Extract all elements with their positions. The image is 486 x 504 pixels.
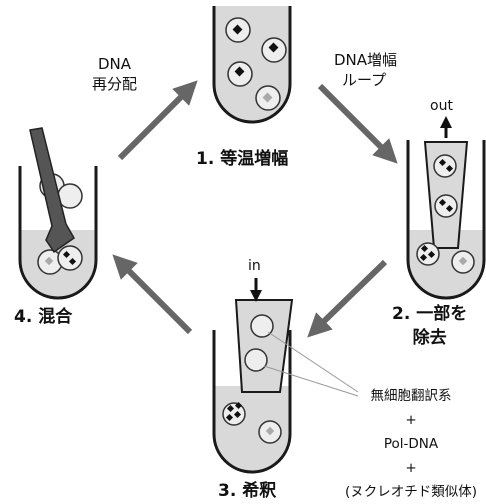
mixture-item-cell-free: 無細胞翻訳系 [336, 384, 486, 408]
droplet [435, 195, 457, 217]
droplet [259, 421, 281, 443]
mixture-list: 無細胞翻訳系 + Pol-DNA + (ヌクレオチド類似体) [336, 384, 486, 504]
droplet [256, 86, 280, 110]
droplet [434, 155, 456, 177]
mixture-plus: + [336, 456, 486, 480]
amplify-loop-line1: DNA増幅 [334, 50, 397, 70]
step-partial-removal-line1: 2. 一部を [392, 302, 467, 326]
out-label: out [430, 98, 453, 114]
droplet [245, 349, 267, 371]
tube-partial-removal [408, 122, 484, 298]
tube-mixing [20, 128, 96, 298]
droplet [262, 38, 286, 62]
redistribute-line1: DNA [92, 54, 137, 74]
cycle-arrow-redistribute [120, 88, 190, 158]
mixture-plus: + [336, 408, 486, 432]
mixture-item-nucleotide-analog: (ヌクレオチド類似体) [336, 480, 486, 504]
droplet [228, 62, 252, 86]
cycle-arrow-remove-to-dilute [315, 262, 385, 330]
cycle-arrow-amplify-loop [320, 86, 390, 156]
droplet [452, 251, 474, 273]
droplet [226, 18, 250, 42]
step-dilution: 3. 希釈 [218, 476, 276, 501]
droplet [58, 246, 82, 270]
step-mixing: 4. 混合 [14, 302, 72, 327]
mixture-item-pol-dna: Pol-DNA [336, 432, 486, 456]
step-partial-removal: 2. 一部を 除去 [392, 302, 467, 350]
redistribute-line2: 再分配 [92, 74, 137, 94]
step-partial-removal-line2: 除去 [392, 326, 467, 350]
step-isothermal: 1. 等温増幅 [196, 144, 288, 169]
amplify-loop-line2: ループ [334, 70, 397, 90]
cycle-arrow-dilute-to-mix [120, 262, 190, 332]
tube-isothermal [214, 6, 290, 122]
amplify-loop-label: DNA増幅 ループ [334, 50, 397, 90]
in-label: in [248, 258, 261, 274]
droplet [417, 243, 439, 265]
redistribute-label: DNA 再分配 [92, 54, 137, 94]
droplet [223, 402, 245, 425]
